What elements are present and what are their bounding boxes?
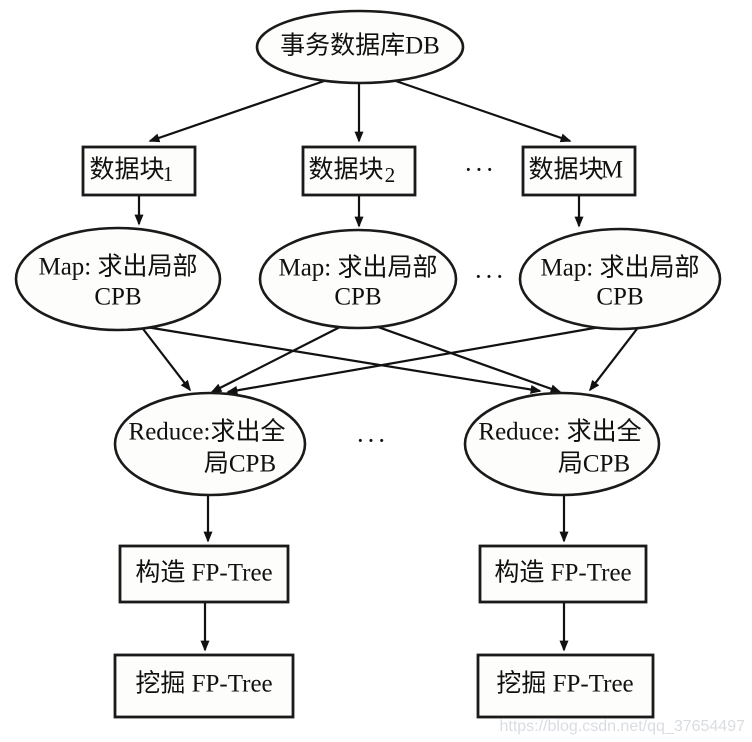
node-reduce-2-shape <box>463 391 661 497</box>
edge-group-build-to-mine <box>200 602 569 652</box>
node-map-2[interactable]: Map: 求出局部 CPB <box>258 228 458 330</box>
node-data-block-2-shape <box>301 145 417 197</box>
node-data-block-m[interactable]: 数据块 M <box>521 145 637 197</box>
node-data-block-m-index: M <box>601 157 623 184</box>
node-map-1-label-line1: Map: 求出局部 <box>38 253 197 281</box>
node-reduce-1[interactable]: Reduce:求出全 局CPB <box>113 391 307 497</box>
node-transaction-database-shape <box>255 9 465 85</box>
node-mine-fp-tree-left-label: 挖掘 FP-Tree <box>135 670 272 698</box>
edge-group-blocks-to-maps <box>134 195 584 228</box>
blocks-ellipsis: ··· <box>464 155 496 184</box>
edge-map2-to-reduce1 <box>210 326 341 393</box>
node-map-3-shape <box>518 227 722 331</box>
edge-map2-to-reduce2 <box>377 325 562 394</box>
node-data-block-2-label: 数据块 <box>308 156 383 184</box>
reduces-ellipsis: ··· <box>356 426 388 455</box>
watermark-url: https://blog.csdn.net/qq_37654497 <box>499 718 745 735</box>
maps-ellipsis: ··· <box>474 262 506 291</box>
node-map-3[interactable]: Map: 求出局部 CPB <box>518 227 722 331</box>
node-data-block-1-label: 数据块 <box>89 156 164 184</box>
node-data-block-1[interactable]: 数据块 1 <box>81 145 197 197</box>
node-build-fp-tree-left-label: 构造 FP-Tree <box>135 559 272 587</box>
node-transaction-database-label: 事务数据库DB <box>280 32 440 60</box>
node-map-2-label-line2: CPB <box>334 284 381 311</box>
node-data-block-1-index: 1 <box>163 162 174 186</box>
node-reduce-1-shape <box>113 391 307 497</box>
node-build-fp-tree-right-shape <box>478 544 648 604</box>
edge-map1-to-reduce2 <box>145 325 542 394</box>
edge-group-maps-to-reduces <box>139 324 641 395</box>
node-map-1[interactable]: Map: 求出局部 CPB <box>14 226 222 332</box>
node-reduce-2-label-line1: Reduce: 求出全 <box>478 418 641 446</box>
node-map-2-label-line1: Map: 求出局部 <box>278 254 437 282</box>
node-reduce-2-label-line2: 局CPB <box>558 451 630 478</box>
node-reduce-2[interactable]: Reduce: 求出全 局CPB <box>463 391 661 497</box>
edge-db-to-block1 <box>148 77 331 143</box>
node-mine-fp-tree-right-shape <box>476 653 655 719</box>
node-data-block-1-shape <box>81 145 197 197</box>
node-reduce-1-label-line2: 局CPB <box>204 451 276 478</box>
node-map-1-label-line2: CPB <box>94 284 141 311</box>
node-map-3-label-line2: CPB <box>596 284 643 311</box>
edge-group-db-to-blocks <box>148 77 572 143</box>
node-mine-fp-tree-left-shape <box>113 653 295 719</box>
node-transaction-database[interactable]: 事务数据库DB <box>255 9 465 85</box>
node-mine-fp-tree-right-label: 挖掘 FP-Tree <box>496 670 633 698</box>
node-map-3-label-line1: Map: 求出局部 <box>540 254 699 282</box>
node-data-block-2-index: 2 <box>385 163 396 187</box>
node-data-block-2[interactable]: 数据块 2 <box>301 145 417 197</box>
node-build-fp-tree-left[interactable]: 构造 FP-Tree <box>118 544 290 604</box>
node-data-block-m-shape <box>521 145 637 197</box>
node-map-1-shape <box>14 226 222 332</box>
node-build-fp-tree-right-label: 构造 FP-Tree <box>494 559 631 587</box>
edge-db-to-blockM <box>389 77 572 143</box>
node-mine-fp-tree-right[interactable]: 挖掘 FP-Tree <box>476 653 655 719</box>
node-build-fp-tree-right[interactable]: 构造 FP-Tree <box>478 544 648 604</box>
node-map-2-shape <box>258 228 458 330</box>
edge-group-reduces-to-build <box>203 495 569 543</box>
edge-map3-to-reduce1 <box>226 325 601 395</box>
edge-map1-to-reduce1 <box>139 324 191 392</box>
node-mine-fp-tree-left[interactable]: 挖掘 FP-Tree <box>113 653 295 719</box>
edge-map3-to-reduce2 <box>589 324 641 392</box>
node-data-block-m-label: 数据块 <box>528 156 603 184</box>
node-reduce-1-label-line1: Reduce:求出全 <box>129 418 286 446</box>
node-build-fp-tree-left-shape <box>118 544 290 604</box>
